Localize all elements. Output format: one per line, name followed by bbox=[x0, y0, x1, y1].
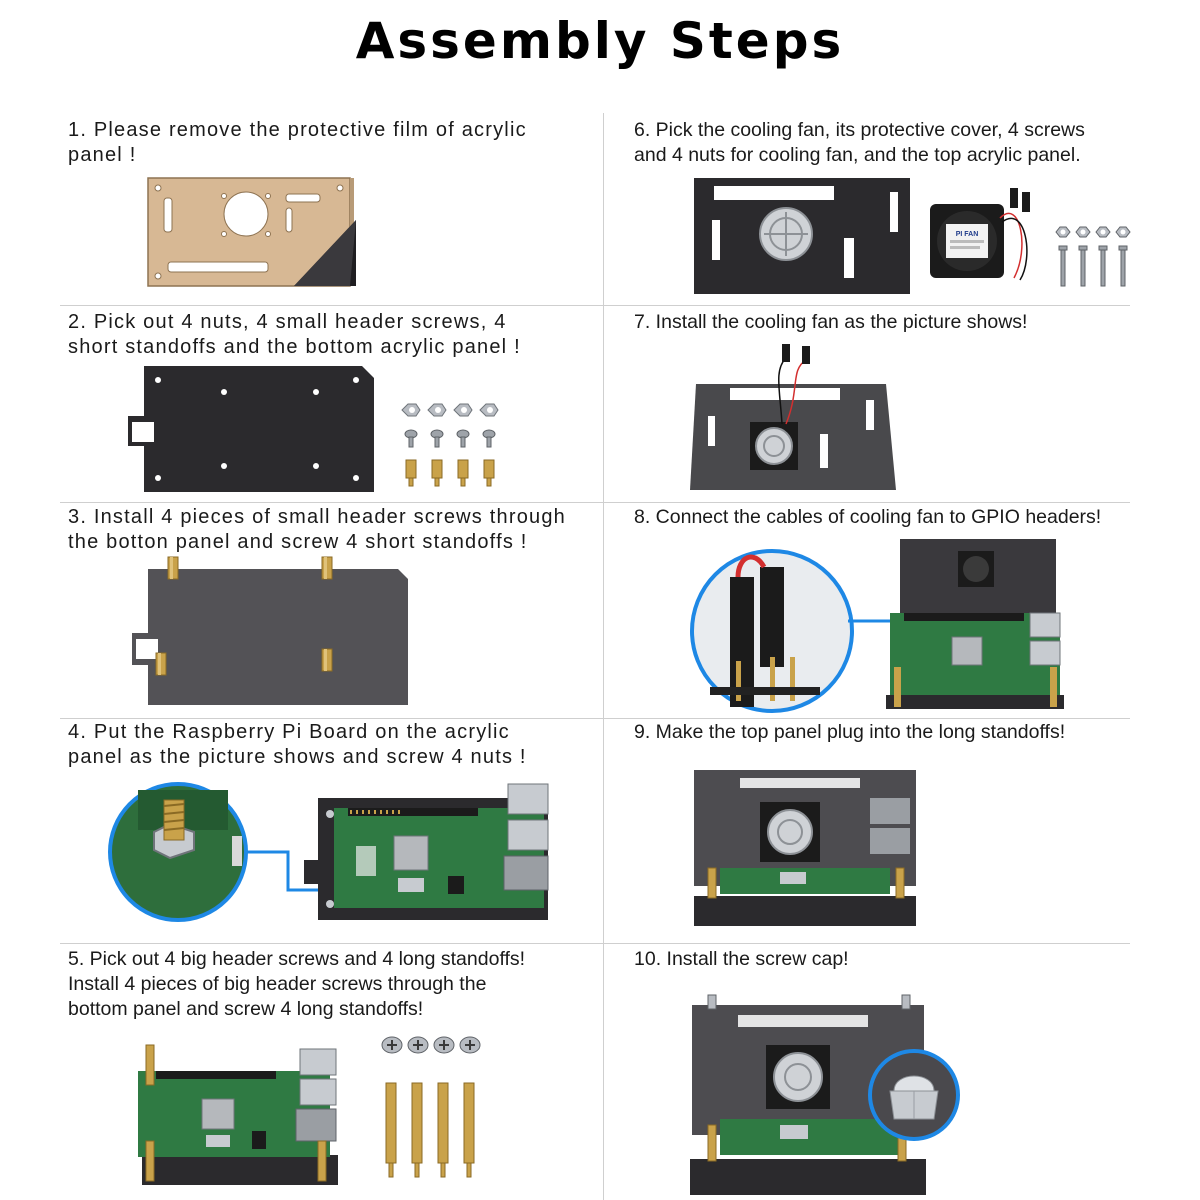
acrylic-panel-with-film-image bbox=[147, 177, 356, 287]
top-panel-on-standoffs-image bbox=[694, 770, 916, 926]
step-7: 7. Install the cooling fan as the pictur… bbox=[634, 310, 1164, 500]
step-1-text: 1. Please remove the protective film of … bbox=[68, 119, 527, 166]
step-9: 9. Make the top panel plug into the long… bbox=[634, 720, 1164, 940]
step-6-text: 6. Pick the cooling fan, its protective … bbox=[634, 119, 1085, 166]
board-with-long-standoffs-image bbox=[138, 1044, 338, 1185]
step-5: 5. Pick out 4 big header screws and 4 lo… bbox=[68, 947, 598, 1200]
row-divider bbox=[60, 943, 1130, 944]
nuts-screws-standoffs-image bbox=[401, 403, 499, 487]
bottom-acrylic-panel-image bbox=[128, 366, 374, 492]
step-4-text: 4. Put the Raspberry Pi Board on the acr… bbox=[68, 721, 527, 768]
step-9-text: 9. Make the top panel plug into the long… bbox=[634, 721, 1066, 743]
step-8-text: 8. Connect the cables of cooling fan to … bbox=[634, 506, 1102, 528]
row-divider bbox=[60, 502, 1130, 503]
row-divider bbox=[60, 305, 1130, 306]
top-acrylic-panel-image bbox=[694, 178, 910, 294]
panel-with-short-standoffs-image bbox=[132, 556, 408, 705]
step-1: 1. Please remove the protective film of … bbox=[68, 118, 598, 303]
step-2: 2. Pick out 4 nuts, 4 small header screw… bbox=[68, 310, 598, 500]
step-10: 10. Install the screw cap! bbox=[634, 947, 1164, 1200]
step-4: 4. Put the Raspberry Pi Board on the acr… bbox=[68, 720, 598, 940]
step-3: 3. Install 4 pieces of small header scre… bbox=[68, 505, 598, 715]
row-divider bbox=[60, 718, 1130, 719]
step-6: 6. Pick the cooling fan, its protective … bbox=[634, 118, 1164, 303]
step-10-text: 10. Install the screw cap! bbox=[634, 948, 849, 970]
step-3-text: 3. Install 4 pieces of small header scre… bbox=[68, 506, 566, 553]
fan-cable-to-gpio-image bbox=[690, 539, 1064, 713]
fan-installed-on-panel-image bbox=[690, 344, 896, 490]
fan-label: PI FAN bbox=[956, 231, 979, 238]
big-screws-long-standoffs-image bbox=[381, 1036, 481, 1178]
raspberry-pi-on-panel-image bbox=[108, 782, 549, 922]
step-8: 8. Connect the cables of cooling fan to … bbox=[634, 505, 1164, 715]
fan-screws-nuts-image bbox=[1055, 226, 1131, 287]
cooling-fan-image: PI FAN bbox=[930, 188, 1030, 281]
page-title: Assembly Steps bbox=[355, 12, 845, 70]
column-divider bbox=[603, 113, 604, 1200]
step-7-text: 7. Install the cooling fan as the pictur… bbox=[634, 311, 1028, 333]
step-5-text: 5. Pick out 4 big header screws and 4 lo… bbox=[68, 948, 526, 1020]
screw-cap-installed-image bbox=[690, 994, 960, 1195]
step-2-text: 2. Pick out 4 nuts, 4 small header screw… bbox=[68, 311, 521, 358]
